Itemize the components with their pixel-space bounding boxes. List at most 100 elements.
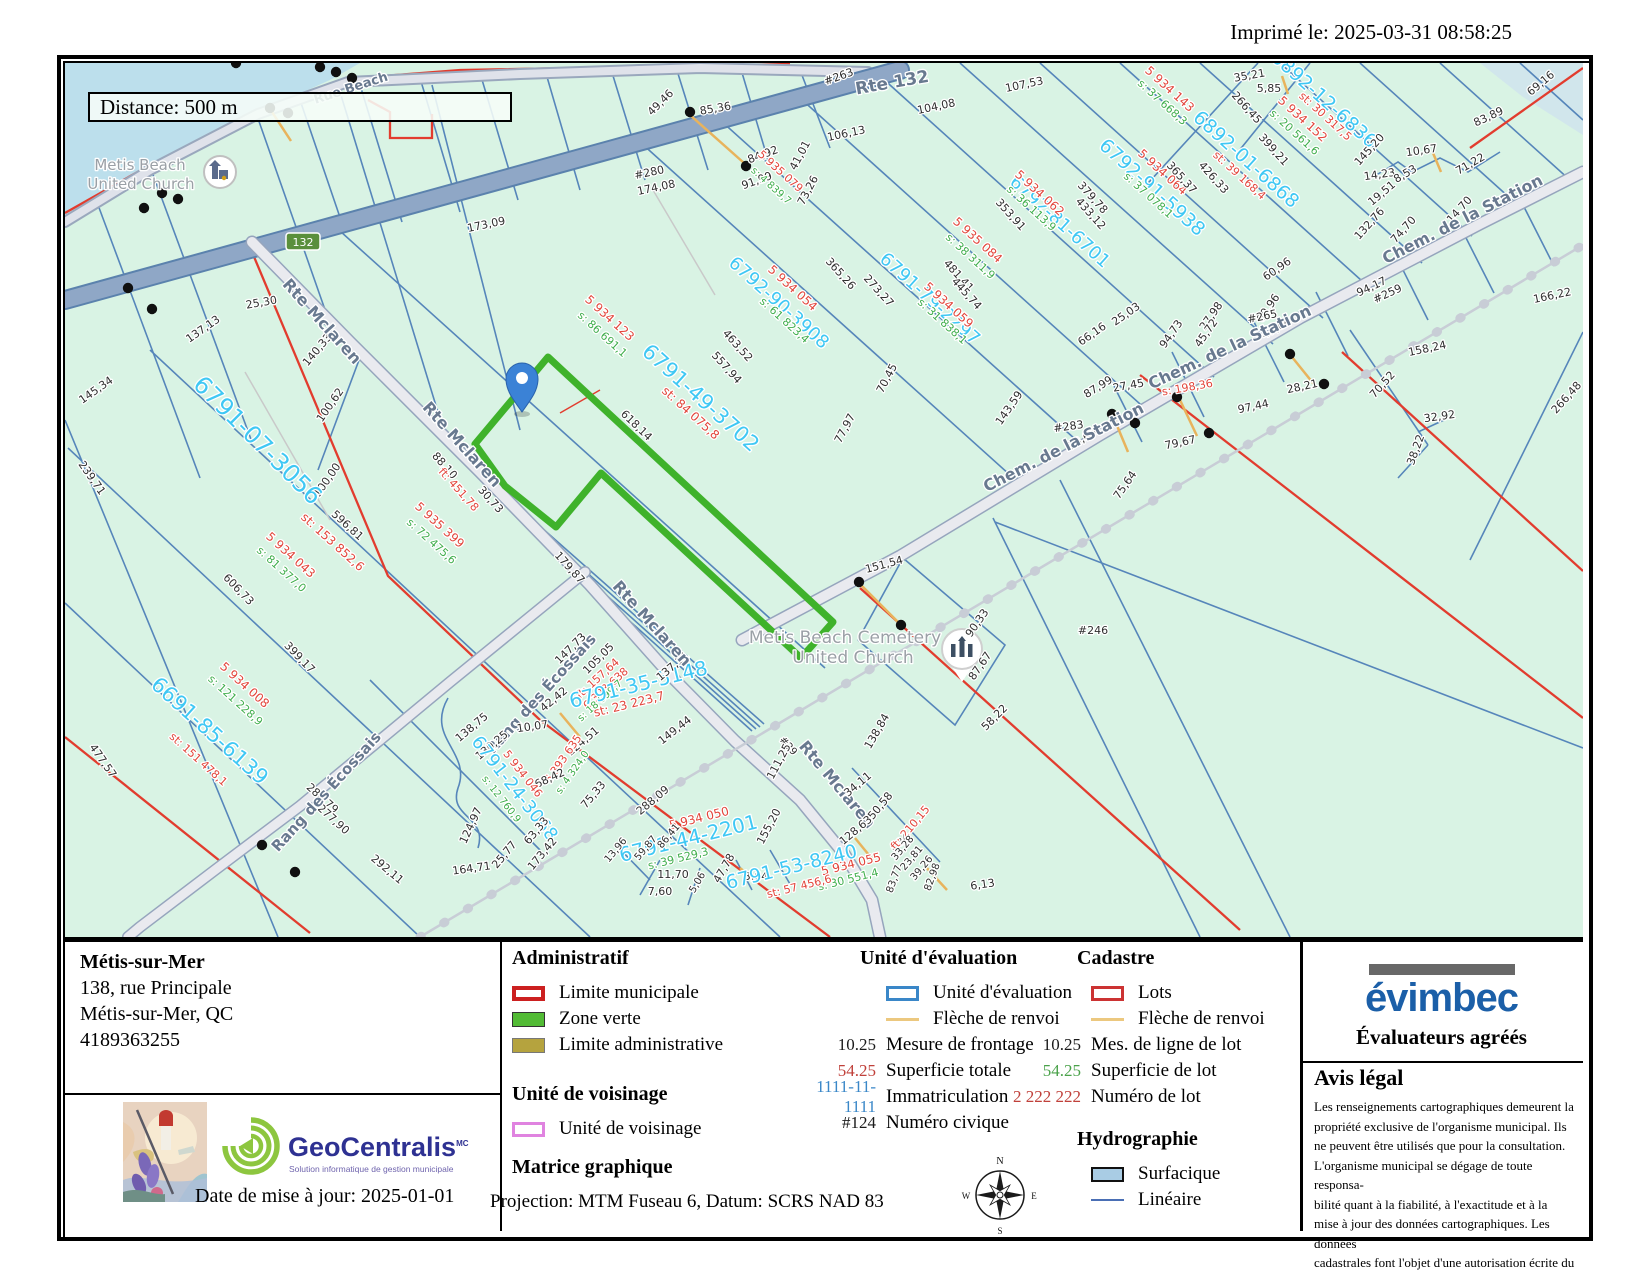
- print-timestamp: Imprimé le: 2025-03-31 08:58:25: [1230, 20, 1512, 44]
- building-dot: [314, 63, 326, 73]
- map-label: 11,70: [657, 868, 689, 881]
- selected-location-pin[interactable]: [505, 362, 539, 417]
- building-points: [122, 63, 1330, 878]
- evimbec-logo-bar: [1368, 964, 1515, 975]
- panel-divider-2: [1300, 942, 1303, 1231]
- building-dot: [1318, 378, 1330, 390]
- zone-verte-swatch: [512, 1011, 545, 1027]
- surfacique-swatch: [1091, 1166, 1124, 1182]
- legend-evaluation-title: Unité d'évaluation: [860, 947, 1018, 969]
- municipality-block: Métis-sur-Mer 138, rue Principale Métis-…: [80, 949, 233, 1053]
- old-parcel-lines: [244, 189, 716, 521]
- building-dot: [1203, 427, 1215, 439]
- legal-notice: Avis légal Les renseignements cartograph…: [1314, 1065, 1576, 1275]
- poi-label: United Church: [792, 648, 913, 668]
- fleche-de-renvoi: [924, 865, 948, 891]
- map-label: 10,07: [516, 718, 549, 735]
- legend-label: Flèche de renvoi: [933, 1008, 1060, 1029]
- road-rte-132: [65, 63, 908, 308]
- geocentralis-tm: MC: [456, 1139, 469, 1148]
- building-dot: [256, 839, 268, 851]
- legend-label: Limite administrative: [559, 1034, 724, 1055]
- building-dot: [146, 303, 158, 315]
- fleche-de-renvoi: [860, 584, 899, 623]
- legend-administratif: Administratif Limite municipale Zone ver…: [512, 947, 792, 1058]
- railway-ticks: [415, 240, 1583, 937]
- legend-matrice: Matrice graphique: [512, 1156, 812, 1189]
- map-label: 5,85: [1257, 82, 1282, 95]
- limite-municipale-swatch: [512, 985, 545, 1001]
- voisinage-swatch: [512, 1121, 545, 1137]
- legend-hydrographie-title: Hydrographie: [1077, 1128, 1198, 1150]
- unite-evaluation-swatch: [886, 985, 919, 1001]
- fleche-de-renvoi: [1111, 415, 1130, 453]
- fleche-renvoi-swatch: [886, 1017, 919, 1021]
- reference-arrows: [270, 75, 1443, 891]
- roads: [65, 63, 1583, 937]
- poi-label: Metis Beach Cemetery: [749, 628, 941, 648]
- lots-swatch: [1091, 985, 1124, 1001]
- map-label: 3,64: [744, 870, 769, 883]
- legal-title: Avis légal: [1314, 1065, 1404, 1090]
- road-rang-ecossais: [123, 567, 590, 937]
- road-rte-mclaren: [247, 237, 885, 937]
- map-label: 14,23: [1363, 166, 1396, 183]
- evimbec-legal-divider: [1303, 1061, 1583, 1063]
- legend-item: Limite administrative: [512, 1032, 792, 1058]
- fleche-de-renvoi: [559, 712, 581, 738]
- compass-east: E: [1031, 1191, 1037, 1201]
- compass-south: S: [997, 1226, 1002, 1236]
- legal-line: propriété exclusive de l'organisme munic…: [1314, 1118, 1567, 1134]
- compass-rose: N E S W: [962, 1156, 1038, 1236]
- legend-label: Superficie de lot: [1091, 1060, 1217, 1081]
- lineaire-swatch: [1091, 1199, 1124, 1201]
- evimbec-subtitle: Évaluateurs agréés: [1356, 1025, 1527, 1049]
- legend-label: Numéro de lot: [1091, 1086, 1201, 1107]
- legend-item: Unité d'évaluation: [790, 980, 1090, 1006]
- map-label: #283: [1053, 418, 1085, 435]
- projection-info: Projection: MTM Fuseau 6, Datum: SCRS NA…: [490, 1191, 884, 1212]
- building-dot: [156, 187, 168, 199]
- scale-bar-label: Distance: 500 m: [100, 94, 238, 119]
- legend-item: 10.25 Mesure de frontage: [790, 1032, 1090, 1058]
- legend-label: Unité de voisinage: [559, 1118, 702, 1139]
- road-chem-station: [737, 167, 1583, 645]
- map-label: 10,67: [1405, 142, 1438, 159]
- legend-value: #124: [842, 1113, 876, 1132]
- legend-label: Immatriculation: [886, 1086, 1009, 1107]
- fleche-de-renvoi: [854, 837, 874, 861]
- legal-line: ne peuvent être utilisés que pour la con…: [1314, 1138, 1566, 1153]
- building-dot: [330, 66, 342, 78]
- legal-line: L'organisme municipal se dégage de toute…: [1314, 1157, 1533, 1193]
- legend-item: Flèche de renvoi: [995, 1006, 1295, 1032]
- legend-item: Flèche de renvoi: [790, 1006, 1090, 1032]
- legal-text: Les renseignements cartographiques demeu…: [1314, 1097, 1576, 1275]
- map-panel-divider: [65, 937, 1583, 942]
- legend-item: Unité de voisinage: [512, 1116, 792, 1142]
- building-dot: [684, 106, 696, 118]
- building-dot: [1171, 391, 1183, 403]
- legend-value: 10.25: [837, 1035, 876, 1054]
- legend-value: 10.25: [1042, 1035, 1081, 1054]
- legend-label: Mesure de frontage: [886, 1034, 1034, 1055]
- water-area-ne: [1480, 63, 1583, 135]
- legend-label: Mes. de ligne de lot: [1091, 1034, 1242, 1055]
- legend-value: 54.25: [837, 1061, 876, 1080]
- legend-value: 54.25: [1042, 1061, 1081, 1080]
- evimbec-logo: évimbec: [1364, 976, 1519, 1020]
- geocentralis-mark: [222, 1117, 280, 1175]
- building-dot: [122, 282, 134, 294]
- scale-bar: Distance: 500 m: [88, 92, 512, 122]
- legend-item: Limite municipale: [512, 980, 792, 1006]
- selected-parcel-outline[interactable]: [471, 353, 837, 662]
- legend-label: Unité d'évaluation: [933, 982, 1073, 1003]
- legend-label: Lots: [1138, 982, 1172, 1003]
- building-dot: [138, 202, 150, 214]
- compass-north: N: [996, 1156, 1003, 1167]
- map-label: 7,60: [648, 885, 673, 898]
